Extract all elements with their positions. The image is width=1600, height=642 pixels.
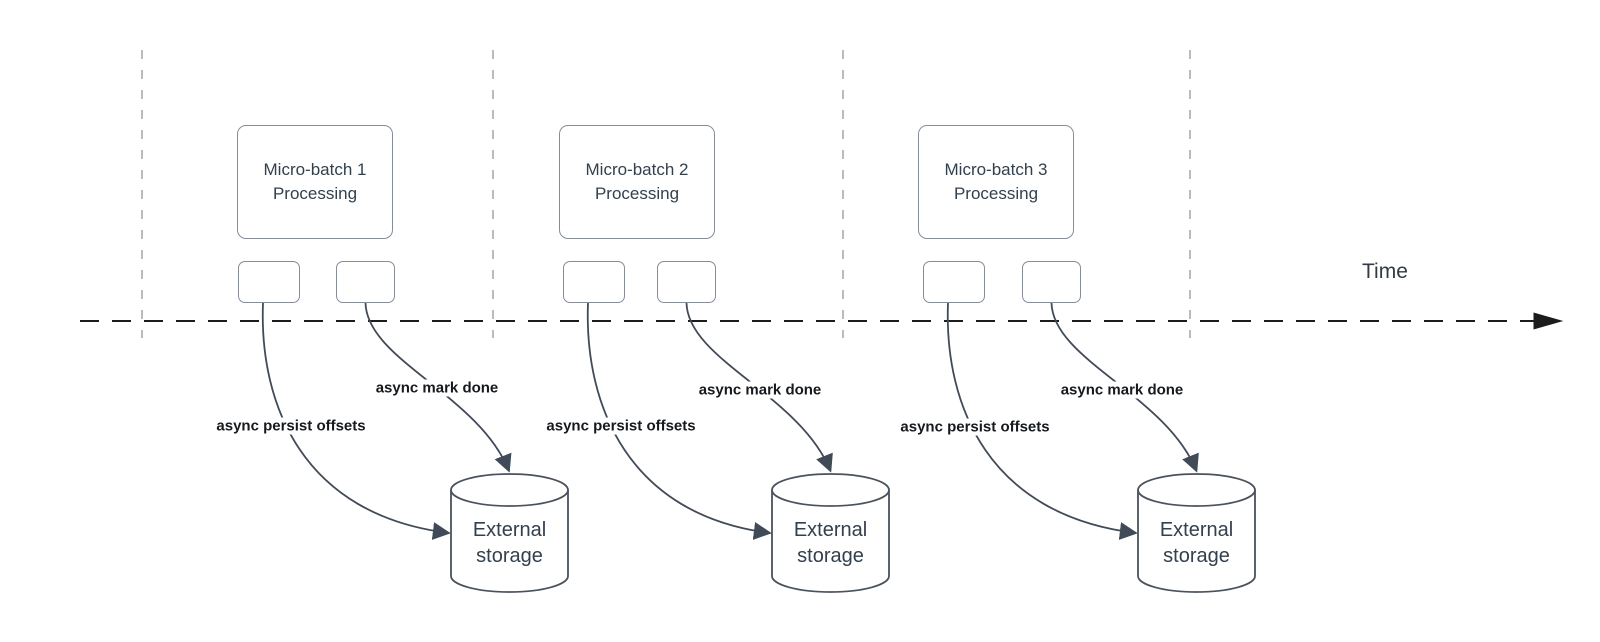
time-label: Time xyxy=(1362,260,1408,283)
micro-batch-1-box: Micro-batch 1 Processing xyxy=(237,125,393,239)
storage-cylinder-3 xyxy=(1137,473,1256,593)
mark-done-label-2: async mark done xyxy=(695,381,825,399)
storage-cylinder-2 xyxy=(771,473,890,593)
persist-task-box-2 xyxy=(563,261,625,303)
micro-batch-3-box: Micro-batch 3 Processing xyxy=(918,125,1074,239)
mark-done-label-3: async mark done xyxy=(1057,381,1187,399)
persist-offsets-label-2: async persist offsets xyxy=(543,417,699,435)
persist-offsets-label-1: async persist offsets xyxy=(213,417,369,435)
done-task-box-1 xyxy=(336,261,395,303)
mark-done-arrow-2 xyxy=(685,302,833,473)
mark-done-label-1: async mark done xyxy=(372,379,502,397)
persist-task-box-3 xyxy=(923,261,985,303)
persist-offsets-arrow-2 xyxy=(586,302,772,540)
persist-offsets-arrow-1 xyxy=(261,302,451,540)
micro-batch-3-title-line1: Micro-batch 3 xyxy=(944,160,1048,179)
micro-batch-2-title-line2: Processing xyxy=(594,184,680,203)
micro-batch-2-box: Micro-batch 2 Processing xyxy=(559,125,715,239)
done-task-box-2 xyxy=(657,261,716,303)
micro-batch-1-title-line2: Processing xyxy=(272,184,358,203)
storage-cylinder-1 xyxy=(450,473,569,593)
persist-offsets-arrow-3 xyxy=(946,302,1138,540)
micro-batch-2-title-line1: Micro-batch 2 xyxy=(585,160,689,179)
done-task-box-3 xyxy=(1022,261,1081,303)
persist-task-box-1 xyxy=(238,261,300,303)
external-storage-label-1: External storage xyxy=(472,519,547,567)
mark-done-arrow-3 xyxy=(1050,302,1199,473)
micro-batch-3-title-line2: Processing xyxy=(953,184,1039,203)
external-storage-label-2: External storage xyxy=(793,519,868,567)
external-storage-label-3: External storage xyxy=(1159,519,1234,567)
micro-batch-1-title-line1: Micro-batch 1 xyxy=(263,160,367,179)
persist-offsets-label-3: async persist offsets xyxy=(897,418,1053,436)
